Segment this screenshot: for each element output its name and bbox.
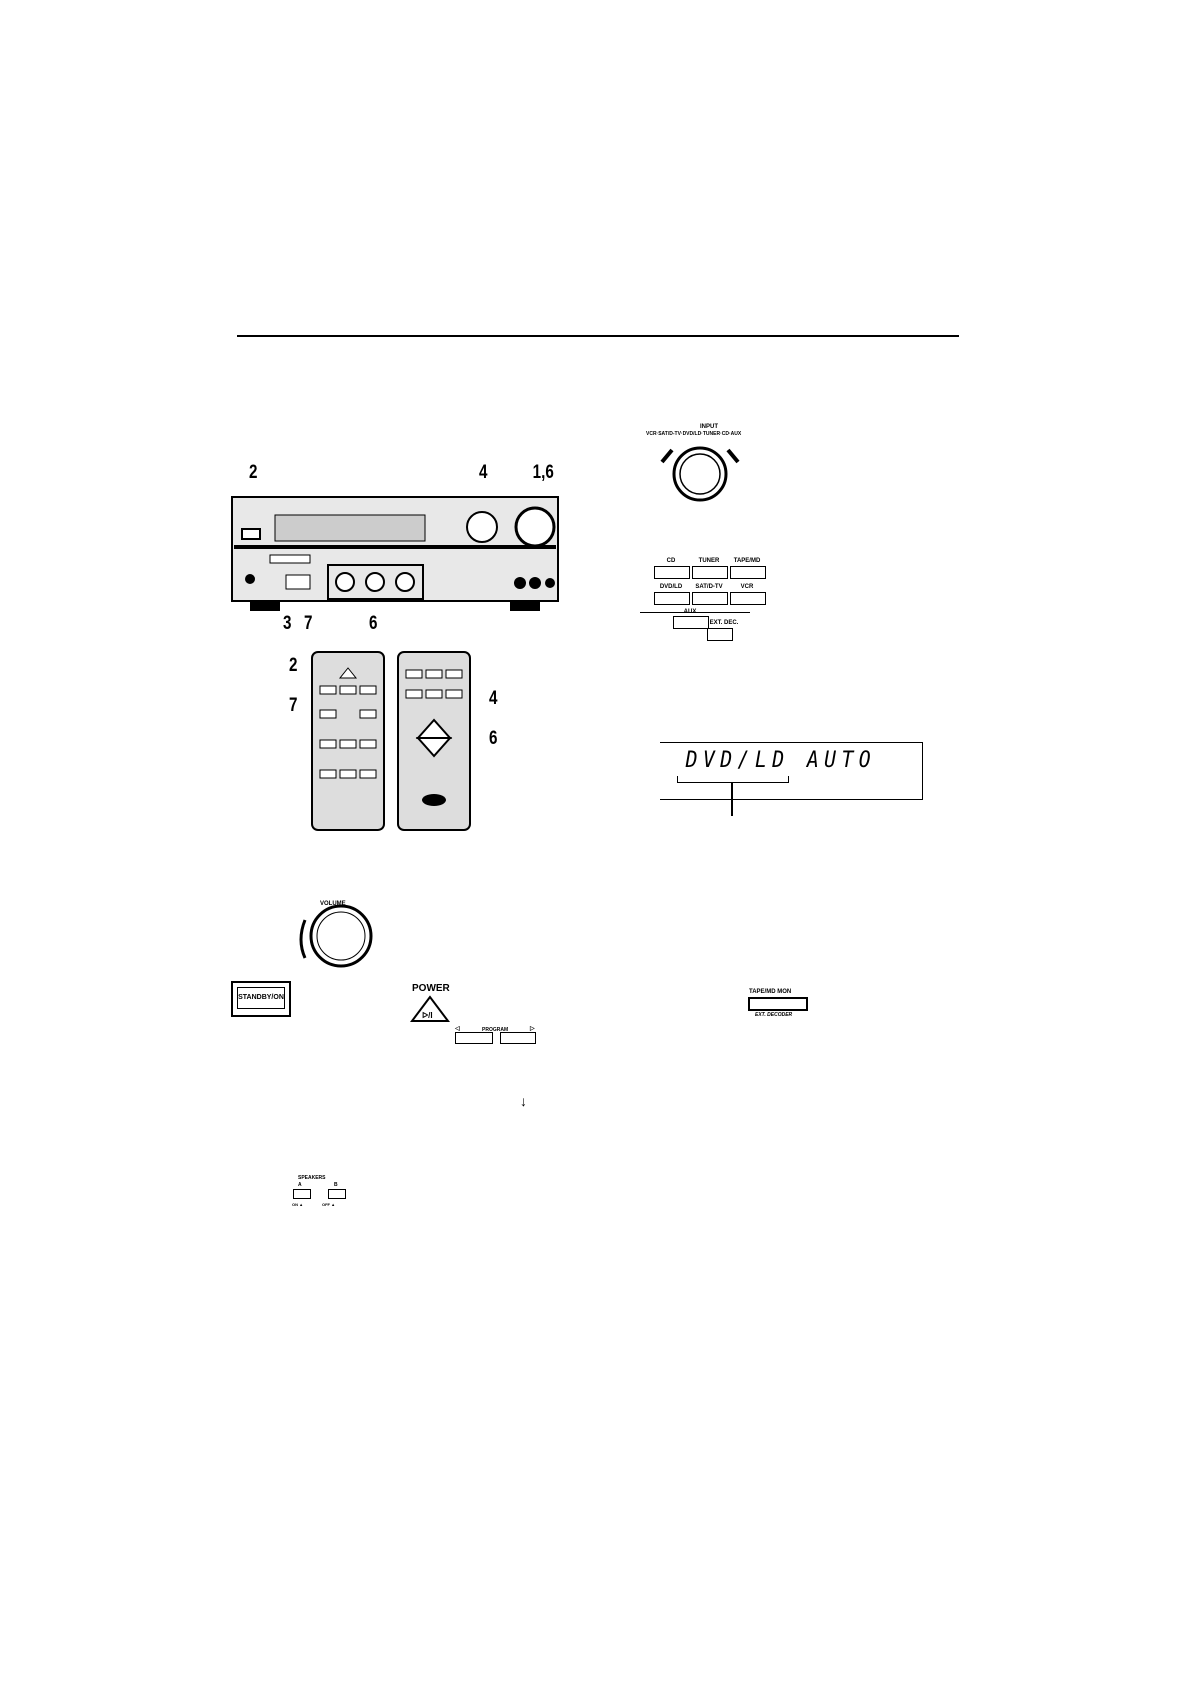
ext-dec-button[interactable] xyxy=(707,628,733,641)
receiver-drawing xyxy=(231,496,559,611)
tape-md-mon-label: TAPE/MD MON xyxy=(749,989,792,995)
down-arrow-icon: ↓ xyxy=(520,1093,527,1109)
volume-knob[interactable] xyxy=(295,900,375,980)
callout-4: 4 xyxy=(479,462,488,483)
divider xyxy=(640,612,750,613)
volume-label: VOLUME xyxy=(320,901,346,907)
sat-dtv-label: SAT/D-TV xyxy=(695,584,723,590)
power-button[interactable] xyxy=(410,995,450,1023)
dvd-ld-button[interactable] xyxy=(654,592,690,605)
cd-label: CD xyxy=(666,558,676,564)
tuner-button[interactable] xyxy=(692,566,728,579)
display-pointer xyxy=(731,782,733,816)
remote-callout-2: 2 xyxy=(289,655,298,676)
sat-dtv-button[interactable] xyxy=(692,592,728,605)
input-label: INPUT xyxy=(700,424,718,430)
speakers-a-label: A xyxy=(298,1182,302,1188)
standby-label: STANDBY/ON xyxy=(237,987,285,1009)
remote-callout-6: 6 xyxy=(489,728,498,749)
header-rule xyxy=(237,335,959,337)
callout-3: 3 xyxy=(283,613,292,634)
power-symbol: ᐅ/I xyxy=(422,1011,433,1020)
callout-6: 6 xyxy=(369,613,378,634)
display-bracket xyxy=(677,776,789,783)
speakers-a-button[interactable] xyxy=(293,1189,311,1199)
ext-dec-label: EXT. DEC. xyxy=(709,620,739,626)
speakers-label: SPEAKERS xyxy=(298,1175,326,1181)
tape-md-mon-button[interactable] xyxy=(748,997,808,1011)
vcr-label: VCR xyxy=(740,584,754,590)
program-right-arrow: ▷ xyxy=(530,1026,535,1032)
program-right-button[interactable] xyxy=(500,1032,536,1044)
tuner-label: TUNER xyxy=(698,558,720,564)
callout-7: 7 xyxy=(304,613,313,634)
speakers-b-button[interactable] xyxy=(328,1189,346,1199)
standby-on-button[interactable]: STANDBY/ON xyxy=(231,981,291,1017)
dvd-ld-label: DVD/LD xyxy=(659,584,683,590)
input-knob[interactable] xyxy=(650,436,750,506)
display-text: DVD/LD AUTO xyxy=(685,748,877,773)
tape-md-label: TAPE/MD xyxy=(733,558,761,564)
power-label: POWER xyxy=(412,983,450,994)
callout-2: 2 xyxy=(249,462,258,483)
remote-illustrations xyxy=(310,650,480,837)
program-label: PROGRAM xyxy=(482,1027,509,1033)
aux-button[interactable] xyxy=(673,616,709,629)
front-display xyxy=(660,742,923,800)
remote-callout-4: 4 xyxy=(489,688,498,709)
speakers-a-sub: ON ▲ xyxy=(292,1202,304,1207)
tape-md-button[interactable] xyxy=(730,566,766,579)
input-sources: VCR·SAT/D-TV·DVD/LD·TUNER·CD·AUX xyxy=(646,431,742,437)
remote-drawing xyxy=(311,651,471,831)
speakers-b-label: B xyxy=(334,1182,338,1188)
remote-callout-7: 7 xyxy=(289,695,298,716)
callout-1-6: 1,6 xyxy=(532,462,554,483)
cd-button[interactable] xyxy=(654,566,690,579)
receiver-illustration xyxy=(230,495,560,613)
ext-decoder-label: EXT. DECODER xyxy=(755,1012,793,1018)
speakers-b-sub: OFF ▲ xyxy=(322,1202,336,1207)
program-left-button[interactable] xyxy=(455,1032,493,1044)
program-left-arrow: ◁ xyxy=(455,1026,460,1032)
vcr-button[interactable] xyxy=(730,592,766,605)
